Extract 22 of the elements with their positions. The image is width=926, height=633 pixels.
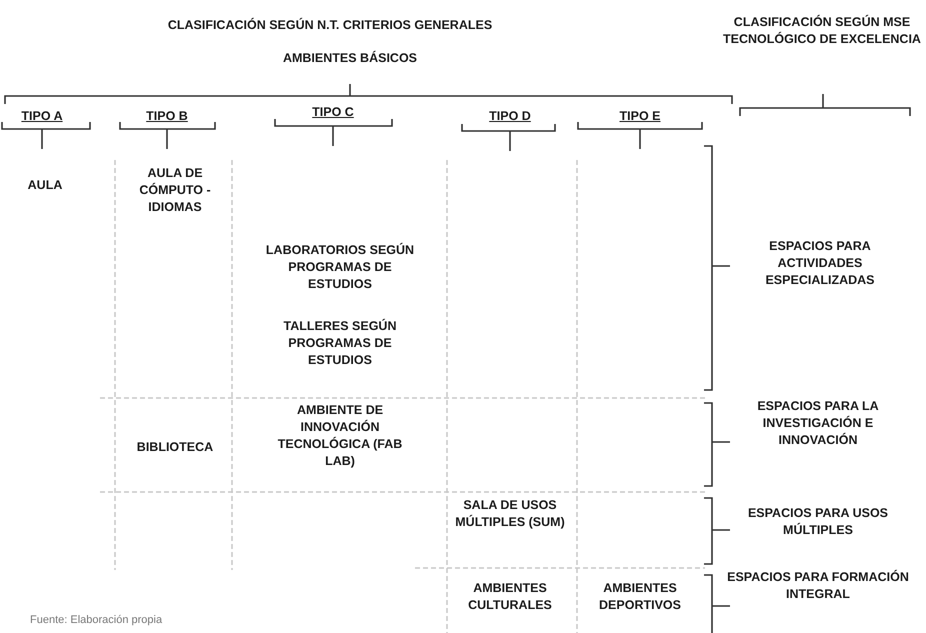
cell-text: LABORATORIOS SEGÚN PROGRAMAS DE ESTUDIOS [264,242,416,293]
type-heading: TIPO E [620,108,660,125]
group-heading: AMBIENTES BÁSICOS [282,50,418,67]
type-heading: TIPO B [146,108,188,125]
cell-text: AMBIENTES DEPORTIVOS [598,580,682,614]
category-label: ESPACIOS PARA ACTIVIDADES ESPECIALIZADAS [764,238,876,289]
category-label: ESPACIOS PARA USOS MÚLTIPLES [746,505,890,539]
column-heading: CLASIFICACIÓN SEGÚN N.T. CRITERIOS GENERALES [166,17,494,34]
cell-text: AMBIENTES CULTURALES [467,580,553,614]
source-note: Fuente: Elaboración propia [30,613,164,628]
cell-text: AULA DE CÓMPUTO - IDIOMAS [138,165,212,216]
cell-text: TALLERES SEGÚN PROGRAMAS DE ESTUDIOS [282,318,398,369]
column-heading: CLASIFICACIÓN SEGÚN MSE TECNOLÓGICO DE EXCELENCIA [722,14,922,48]
cell-text: BIBLIOTECA [136,439,214,456]
type-heading: TIPO D [489,108,531,125]
category-label: ESPACIOS PARA FORMACIÓN INTEGRAL [726,569,910,603]
type-heading: TIPO A [21,108,63,125]
cell-text: AULA [26,177,64,194]
cell-text: AMBIENTE DE INNOVACIÓN TECNOLÓGICA (FAB LAB) [276,402,404,470]
cell-text: SALA DE USOS MÚLTIPLES (SUM) [454,497,566,531]
type-heading: TIPO C [312,104,354,121]
category-label: ESPACIOS PARA LA INVESTIGACIÓN E INNOVACIÓN [756,398,880,449]
